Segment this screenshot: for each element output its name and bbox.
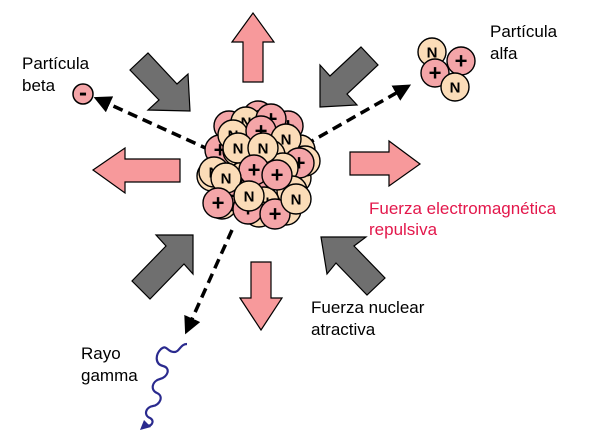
em-arrow-up (230, 11, 276, 83)
proton-alpha-1: + (446, 46, 476, 76)
alpha-trajectory (304, 84, 412, 147)
proton-sign: + (455, 49, 468, 74)
neutron-letter: N (427, 45, 438, 62)
neutron-27: N (222, 132, 254, 164)
em-arrow-left (91, 146, 181, 195)
em-arrow-right (349, 139, 422, 188)
nucleus: ++++NNNNNN+NNN+NNN+NNN++NN+NN++N+N+N (196, 100, 321, 230)
nuclear-force-label: Fuerza nuclear atractiva (311, 298, 429, 339)
beta-label-line1: Partícula (22, 54, 90, 73)
beta-label: Partícula beta (22, 54, 94, 95)
beta-particle: - (72, 80, 94, 107)
proton-sign: + (248, 158, 261, 183)
beta-label-line2: beta (22, 76, 56, 95)
neutron-letter: N (450, 80, 461, 97)
proton-sign: + (212, 191, 225, 216)
nuclear-arrow-top-right (319, 46, 379, 108)
gamma-label-line2: gamma (81, 366, 138, 385)
proton-30: + (261, 159, 293, 191)
neutron-letter: N (244, 189, 255, 206)
neutron-35: N (280, 183, 312, 215)
proton-sign: + (271, 163, 284, 188)
gamma-ray-wave (144, 342, 188, 427)
alpha-label-line1: Partícula (490, 22, 558, 41)
proton-alpha-2: + (420, 58, 450, 88)
neutron-letter: N (233, 141, 244, 158)
em-arrow-down (238, 261, 284, 332)
neutron-letter: N (281, 132, 292, 149)
nuclear-arrow-top-left (129, 52, 191, 112)
proton-sign: + (429, 61, 442, 86)
alpha-label-line2: alfa (490, 44, 518, 63)
beta-trajectory (93, 96, 211, 152)
electron-sign: - (79, 80, 87, 107)
gamma-trajectory (184, 229, 234, 335)
gamma-label: Rayo gamma (81, 344, 138, 385)
alpha-label: Partícula alfa (490, 22, 562, 63)
neutron-alpha-3: N (440, 72, 470, 102)
em-force-label-line2: repulsiva (369, 220, 438, 239)
nuclear-force-label-line1: Fuerza nuclear (311, 298, 425, 317)
em-arrows (91, 11, 422, 332)
neutron-letter: N (291, 192, 302, 209)
nuclear-arrows (129, 46, 386, 300)
nuclear-force-label-line2: atractiva (311, 320, 376, 339)
alpha-particle: N++N (417, 37, 476, 102)
neutron-33: N (233, 180, 265, 212)
neutron-letter: N (241, 115, 252, 132)
gamma-ray-arrowhead (140, 420, 151, 430)
em-force-label-line1: Fuerza electromagnética (369, 199, 557, 218)
neutron-letter: N (258, 141, 269, 158)
em-force-label: Fuerza electromagnética repulsiva (369, 199, 561, 239)
nuclear-arrow-bottom-right (320, 236, 386, 296)
gamma-label-line1: Rayo (81, 344, 121, 363)
nuclear-arrow-bottom-left (131, 234, 194, 300)
proton-sign: + (269, 202, 282, 227)
emission-paths (93, 84, 412, 335)
neutron-letter: N (221, 171, 232, 188)
proton-32: + (202, 187, 234, 219)
